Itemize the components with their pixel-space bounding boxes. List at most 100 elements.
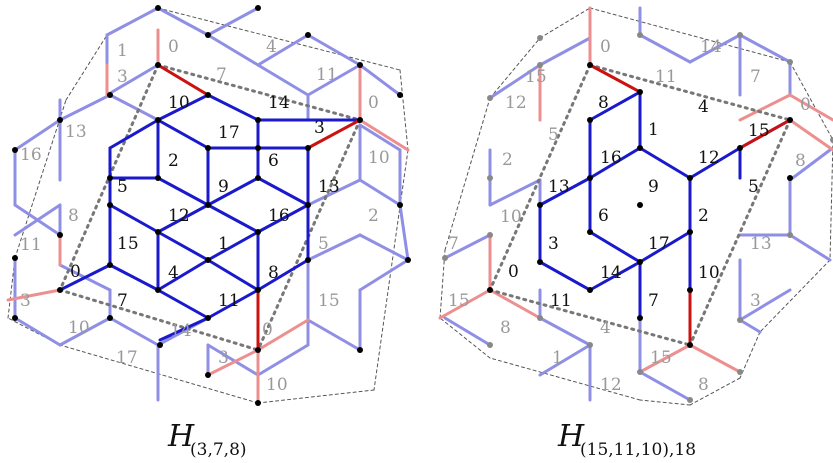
background-lattice-edge: [58, 316, 112, 347]
lattice-node: [107, 315, 113, 321]
lattice-node: [255, 229, 261, 235]
lattice-node: [255, 5, 261, 11]
outer-node: [487, 175, 493, 181]
outer-label: 8: [795, 151, 806, 171]
lattice-node: [637, 145, 643, 151]
lattice-node: [205, 92, 211, 98]
lattice-edge: [588, 146, 642, 180]
lattice-edge: [108, 263, 160, 292]
outer-node: [487, 342, 493, 348]
lattice-edge: [256, 258, 310, 292]
lattice-node: [357, 62, 363, 68]
outer-label: 10: [500, 207, 522, 227]
background-lattice-edge: [306, 178, 362, 207]
hull-edge: [789, 61, 833, 141]
node-label: 15: [117, 234, 139, 254]
background-lattice-edge: [306, 33, 362, 67]
background-lattice-edge: [488, 178, 542, 207]
hull-edge: [739, 331, 761, 379]
light-red-edge: [256, 318, 310, 352]
outer-label: 12: [600, 375, 622, 395]
lattice-node: [107, 175, 113, 181]
lattice-edge: [206, 93, 260, 122]
background-lattice-edge: [256, 63, 310, 97]
outer-node: [537, 35, 543, 41]
lattice-node: [397, 92, 403, 98]
node-label: 1: [648, 120, 659, 140]
outer-label: 7: [750, 67, 761, 87]
lattice-edge: [156, 230, 210, 262]
right-caption-sub: (15,11,10),18: [580, 440, 696, 459]
background-lattice-edge: [738, 318, 762, 334]
lattice-node: [155, 229, 161, 235]
lattice-node: [587, 229, 593, 235]
hull-edge: [7, 317, 61, 346]
outer-node: [537, 315, 543, 321]
outer-node: [442, 255, 448, 261]
background-lattice-edge: [256, 33, 310, 67]
lattice-node: [637, 315, 643, 321]
hull-edge: [439, 317, 491, 359]
lattice-node: [205, 257, 211, 263]
lattice-node: [637, 259, 643, 265]
left-caption-sub: (3,7,8): [190, 440, 247, 459]
hull-edge: [157, 7, 401, 71]
lattice-node: [405, 257, 411, 263]
outer-node: [487, 95, 493, 101]
lattice-edge: [108, 203, 160, 234]
lattice-node: [587, 287, 593, 293]
node-label: 3: [548, 234, 559, 254]
lattice-node: [255, 145, 261, 151]
background-lattice-edge: [105, 63, 160, 97]
background-lattice-edge: [738, 33, 792, 64]
lattice-node: [107, 262, 113, 268]
outer-label: 15: [525, 67, 547, 87]
outer-node: [587, 342, 593, 348]
lattice-node: [12, 147, 18, 153]
node-label: 9: [648, 177, 659, 197]
lattice-edge: [158, 316, 210, 342]
lattice-edge: [256, 176, 310, 207]
lattice-node: [155, 62, 161, 68]
lattice-edge: [156, 118, 210, 150]
red-edge: [156, 63, 210, 97]
lattice-node: [205, 315, 211, 321]
node-label: 1: [218, 234, 229, 254]
light-red-edge: [688, 343, 742, 374]
hull-edge: [439, 249, 446, 319]
lattice-node: [787, 175, 793, 181]
lattice-edge: [108, 118, 160, 150]
outer-node: [737, 317, 743, 323]
node-label: 9: [218, 177, 229, 197]
lattice-node: [255, 287, 261, 293]
lattice-edge: [588, 260, 642, 292]
node-label: 17: [218, 123, 240, 143]
background-lattice-edge: [788, 148, 832, 182]
background-lattice-edge: [13, 316, 62, 347]
outer-node: [637, 369, 643, 375]
background-lattice-edge: [108, 93, 160, 122]
light-red-edge: [488, 288, 542, 320]
lattice-node: [537, 259, 543, 265]
outer-label: 3: [750, 291, 761, 311]
outer-label: 0: [262, 320, 273, 340]
lattice-node: [155, 5, 161, 11]
red-edge: [588, 63, 642, 94]
outer-label: 8: [500, 318, 511, 338]
lattice-edge: [256, 203, 310, 234]
node-label: 10: [698, 263, 720, 283]
lattice-node: [357, 347, 363, 353]
hull-edge: [539, 7, 591, 39]
node-label: 5: [117, 177, 128, 197]
lattice-node: [305, 145, 311, 151]
node-label: 16: [600, 148, 622, 168]
light-red-edge: [788, 93, 833, 122]
background-lattice-edge: [443, 316, 492, 347]
outer-label: 11: [655, 67, 677, 87]
dotted-guide: [588, 63, 792, 122]
lattice-node: [687, 229, 693, 235]
background-lattice-edge: [538, 36, 592, 67]
background-lattice-edge: [206, 343, 260, 377]
outer-node: [687, 397, 693, 403]
